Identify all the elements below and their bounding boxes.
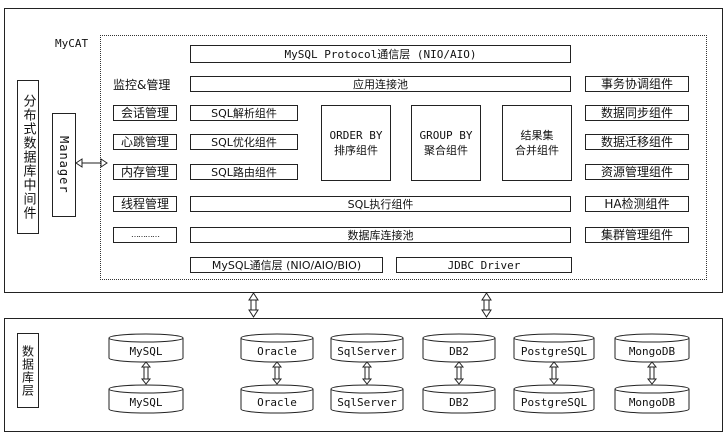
db-cylinder-top-5-top — [614, 333, 690, 343]
db-label-5-top: MongoDB — [628, 344, 676, 358]
db-cylinder-top-3-top — [422, 333, 496, 343]
database-layer-side-label-text: 数据库层 — [20, 344, 35, 397]
data-migrate-box: 数据迁移组件 — [585, 134, 689, 150]
manager-label: Manager — [57, 136, 71, 194]
result-merge-line2: 合并组件 — [515, 144, 559, 157]
db-replication-arrow-0 — [140, 361, 152, 385]
middleware-side-label-text: 分布式数据库中间件 — [20, 94, 36, 220]
group-by-line2: 聚合组件 — [424, 144, 468, 157]
db-label-5-bottom: MongoDB — [628, 395, 676, 409]
db-cylinder-top-2-bottom — [330, 384, 404, 394]
db-connection-pool: 数据库连接池 — [190, 227, 571, 243]
db-cylinder-body-2-bottom — [330, 389, 404, 414]
db-replication-arrow-2 — [361, 361, 373, 385]
heartbeat-manage-box: 心跳管理 — [113, 134, 177, 150]
db-label-2-bottom: SqlServer — [337, 395, 397, 409]
db-label-0-bottom: MySQL — [129, 395, 163, 409]
sql-exec-box: SQL执行组件 — [190, 196, 571, 212]
db-replication-arrow-1 — [271, 361, 283, 385]
thread-manage-box: 线程管理 — [113, 196, 177, 212]
db-cylinder-body-5-bottom — [614, 389, 690, 414]
resource-manage-box: 资源管理组件 — [585, 164, 689, 180]
mycat-label: MyCAT — [55, 37, 89, 50]
sql-optimize-box: SQL优化组件 — [190, 134, 298, 150]
db-cylinder-body-3-bottom — [422, 389, 496, 414]
db-replication-arrow-3 — [453, 361, 465, 385]
manager-link-arrow-right — [100, 158, 108, 168]
db-label-3-top: DB2 — [449, 344, 469, 358]
order-by-line2: 排序组件 — [334, 144, 378, 157]
monitor-title: 监控&管理 — [113, 78, 171, 92]
downlink-arrow-right — [481, 292, 492, 318]
db-cylinder-body-4-bottom — [513, 389, 595, 414]
db-replication-arrow-5 — [646, 361, 658, 385]
result-merge-box: 结果集 合并组件 — [502, 105, 572, 181]
order-by-box: ORDER BY 排序组件 — [321, 105, 391, 181]
memory-manage-box: 内存管理 — [113, 164, 177, 180]
db-cylinder-top-2-top — [330, 333, 404, 343]
result-merge-line1: 结果集 — [520, 129, 554, 142]
group-by-box: GROUP BY 聚合组件 — [411, 105, 481, 181]
db-label-3-bottom: DB2 — [449, 395, 469, 409]
sql-route-box: SQL路由组件 — [190, 164, 298, 180]
mysql-comm-layer: MySQL通信层 (NIO/AIO/BIO) — [190, 257, 383, 273]
db-cylinder-top-4-top — [513, 333, 595, 343]
db-cylinder-top-4-bottom — [513, 384, 595, 394]
db-replication-arrow-4 — [548, 361, 560, 385]
db-cylinder-top-0-bottom — [108, 384, 184, 394]
db-cylinder-body-1-bottom — [240, 389, 314, 414]
db-label-1-bottom: Oracle — [257, 395, 297, 409]
order-by-line1: ORDER BY — [329, 129, 383, 142]
cluster-manage-box: 集群管理组件 — [585, 227, 689, 243]
tx-coordinate-box: 事务协调组件 — [585, 76, 689, 92]
db-cylinder-top-3-bottom — [422, 384, 496, 394]
db-cylinder-top-0-top — [108, 333, 184, 343]
group-by-line1: GROUP BY — [419, 129, 473, 142]
ha-detect-box: HA检测组件 — [585, 196, 689, 212]
db-label-0-top: MySQL — [129, 344, 163, 358]
db-label-2-top: SqlServer — [337, 344, 397, 358]
db-label-4-top: PostgreSQL — [520, 344, 588, 358]
db-cylinder-top-1-bottom — [240, 384, 314, 394]
db-label-1-top: Oracle — [257, 344, 297, 358]
db-cylinder-top-1-top — [240, 333, 314, 343]
mysql-protocol-layer: MySQL Protocol通信层 (NIO/AIO) — [190, 45, 571, 63]
manager-link-arrow-left — [75, 158, 83, 168]
db-cylinder-top-5-bottom — [614, 384, 690, 394]
app-connection-pool: 应用连接池 — [190, 76, 571, 92]
sql-parse-box: SQL解析组件 — [190, 105, 298, 121]
downlink-arrow-left — [248, 292, 259, 318]
middleware-frame — [4, 8, 723, 293]
db-cylinder-body-0-bottom — [108, 389, 184, 414]
database-layer-side-label: 数据库层 — [17, 333, 39, 408]
db-label-4-bottom: PostgreSQL — [520, 395, 588, 409]
middleware-side-label: 分布式数据库中间件 — [17, 80, 39, 234]
session-manage-box: 会话管理 — [113, 105, 177, 121]
more-modules-box: ………… — [113, 227, 177, 243]
jdbc-driver-box: JDBC Driver — [396, 257, 572, 273]
data-sync-box: 数据同步组件 — [585, 105, 689, 121]
database-layer-frame — [4, 318, 723, 432]
manager-box: Manager — [52, 113, 76, 217]
mycat-frame — [100, 35, 707, 280]
